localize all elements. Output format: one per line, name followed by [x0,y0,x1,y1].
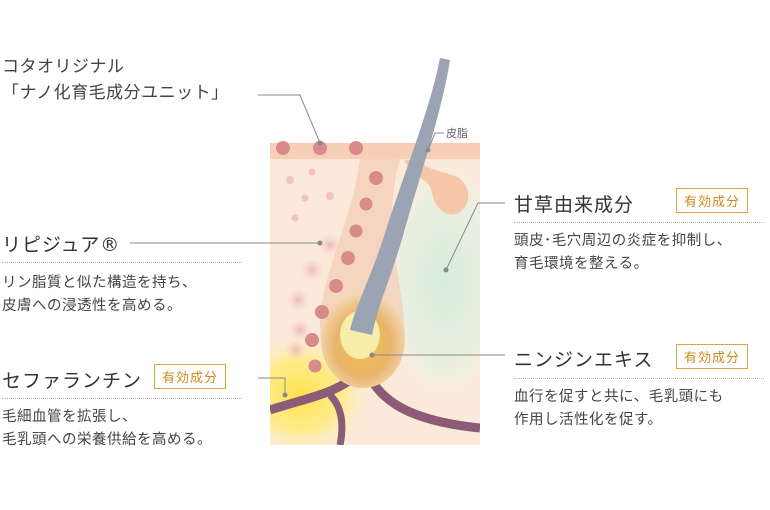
skin-epidermis [270,143,480,159]
nano-dot [341,251,355,265]
nano-dot [315,305,329,319]
hair-shaft [350,58,450,335]
nano-dot-faded [318,233,342,257]
licorice-desc: 頭皮･毛穴周辺の炎症を抑制し、 育毛環境を整える。 [514,230,732,276]
licorice-badge: 有効成分 [676,188,749,213]
licorice-desc-line2: 育毛環境を整える。 [514,256,649,272]
intro-text: コタオリジナル 「ナノ化育毛成分ユニット」 [2,54,229,106]
nano-dot-faded [285,339,307,361]
cepharanthine-name: セファランチン [2,370,143,392]
intro-line2: 「ナノ化育毛成分ユニット」 [2,83,229,103]
licorice-desc-line1: 頭皮･毛穴周辺の炎症を抑制し、 [514,233,732,249]
nano-dot-surface [276,141,290,155]
nano-dot-surface [349,141,363,155]
licorice-divider [514,222,764,223]
ginseng-desc: 血行を促すと共に、毛乳頭にも 作用し活性化を促す。 [514,386,724,432]
nano-dot-small [308,168,316,176]
ginseng-divider [514,378,764,379]
lipidure-divider [2,262,242,263]
cepharanthine-desc-line1: 毛細血管を拡張し、 [2,409,137,425]
ginseng-desc-line1: 血行を促すと共に、毛乳頭にも [514,389,724,405]
ginseng-name: ニンジンエキス [514,349,654,371]
blood-vessel-branch [327,392,346,445]
ginseng-badge: 有効成分 [676,344,749,369]
cepharanthine-desc: 毛細血管を拡張し、 毛乳頭への栄養供給を高める。 [2,406,212,452]
nano-dot [329,279,343,293]
leader-ends [282,140,449,398]
leader-lines [130,94,505,395]
lipidure-desc-line1: リン脂質と似た構造を持ち、 [2,275,197,291]
lipidure-name: リピジュア® [2,234,121,256]
nano-dot-small [301,194,309,202]
licorice-name: 甘草由来成分 [514,194,635,216]
nano-dot-faded [288,318,312,342]
intro-line1: コタオリジナル [2,57,125,77]
nano-dot [359,197,373,211]
nano-dot-faded [286,288,310,312]
ginseng-desc-line2: 作用し活性化を促す。 [514,412,663,428]
cepharanthine-divider [2,398,242,399]
nano-dot [308,359,322,373]
nano-dot-small [326,192,334,200]
sebum-label: 皮脂 [446,127,468,140]
nano-dot-small [286,176,294,184]
nano-dot [349,224,363,238]
lipidure-desc: リン脂質と似た構造を持ち、 皮膚への浸透性を高める。 [2,272,197,318]
nano-dot-surface [313,141,327,155]
cepharanthine-desc-line2: 毛乳頭への栄養供給を高める。 [2,432,212,448]
nano-dot [369,171,383,185]
nano-dot-faded [300,258,324,282]
lipidure-desc-line2: 皮膚への浸透性を高める。 [2,298,182,314]
cepharanthine-badge: 有効成分 [154,364,227,389]
nano-dot-small [291,214,299,222]
